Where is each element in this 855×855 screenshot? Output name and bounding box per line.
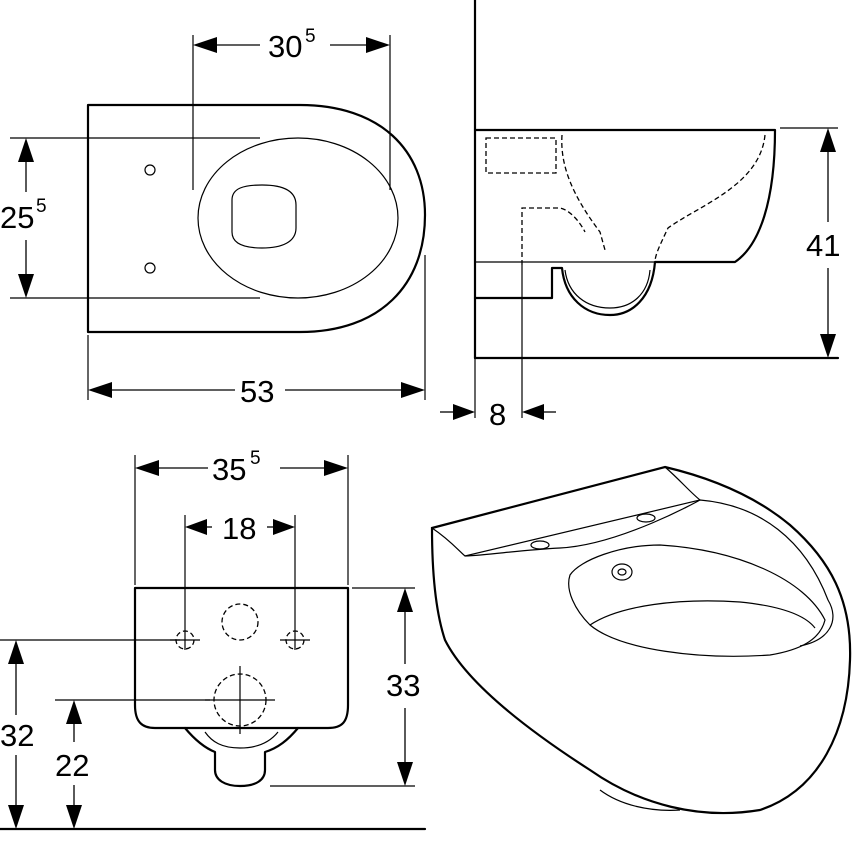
dim-label-side-height: 41 bbox=[806, 228, 840, 263]
side-view-hidden-box-lower bbox=[521, 207, 586, 265]
arrowhead bbox=[397, 588, 413, 612]
top-view-fixing-hole-upper bbox=[144, 164, 156, 176]
dim-label-rear-bowl-height: 33 bbox=[386, 668, 420, 703]
arrowhead bbox=[273, 519, 295, 535]
rear-view-trap bbox=[183, 726, 300, 788]
arrowhead bbox=[185, 519, 207, 535]
dim-label-top-height: 25 bbox=[0, 200, 34, 235]
arrowhead bbox=[453, 404, 475, 420]
dim-label-top-height-sup: 5 bbox=[36, 196, 47, 217]
dim-label-top-width: 30 bbox=[268, 29, 302, 64]
perspective-flush-inlet-inner bbox=[617, 568, 627, 576]
rear-view: 35 5 18 33 32 22 bbox=[0, 448, 427, 831]
perspective-rim-outer bbox=[464, 499, 834, 647]
dim-label-rear-drain-height: 22 bbox=[55, 748, 89, 783]
dim-label-side-offset: 8 bbox=[489, 397, 506, 432]
dim-label-rear-total-height: 32 bbox=[0, 718, 34, 753]
top-view-fixing-hole-lower bbox=[144, 262, 156, 274]
dim-label-rear-outer-width: 35 bbox=[212, 452, 246, 487]
arrowhead bbox=[401, 382, 425, 398]
side-view-hidden-box-upper bbox=[485, 137, 557, 174]
dim-label-rear-inner-width: 18 bbox=[222, 511, 256, 546]
arrowhead bbox=[820, 334, 836, 358]
top-view-bowl-opening bbox=[231, 184, 297, 249]
perspective-fixing-hole-right bbox=[636, 513, 656, 523]
dim-label-top-length: 53 bbox=[240, 374, 274, 409]
side-view-hidden-bowl bbox=[654, 134, 766, 263]
arrowhead bbox=[820, 128, 836, 152]
perspective-body bbox=[430, 465, 852, 815]
arrowhead bbox=[193, 37, 217, 53]
arrowhead bbox=[88, 382, 112, 398]
dim-label-top-width-sup: 5 bbox=[305, 26, 316, 47]
arrowhead bbox=[366, 37, 390, 53]
arrowhead bbox=[324, 460, 348, 476]
perspective-fixing-hole-left bbox=[530, 540, 550, 550]
side-view: 41 8 bbox=[440, 0, 840, 432]
arrowhead bbox=[66, 805, 82, 829]
perspective-view bbox=[430, 465, 852, 815]
arrowhead bbox=[18, 274, 34, 298]
top-view-outline bbox=[86, 103, 427, 334]
perspective-base bbox=[599, 789, 681, 811]
arrowhead bbox=[18, 138, 34, 162]
side-view-outline bbox=[473, 128, 777, 317]
arrowhead bbox=[522, 404, 544, 420]
perspective-bowl-rim bbox=[568, 544, 826, 657]
rear-view-trap-inner bbox=[204, 731, 279, 749]
perspective-top-face bbox=[431, 466, 702, 557]
rear-view-flush-inlet bbox=[221, 603, 259, 641]
side-view-trap-outline bbox=[564, 269, 651, 309]
perspective-bowl-inner bbox=[589, 600, 816, 629]
arrowhead bbox=[8, 640, 24, 664]
perspective-flush-inlet bbox=[611, 563, 633, 581]
top-view-bowl-rim bbox=[197, 137, 399, 299]
arrowhead bbox=[66, 700, 82, 724]
arrowhead bbox=[135, 460, 159, 476]
rear-view-outline bbox=[133, 586, 350, 730]
arrowhead bbox=[8, 805, 24, 829]
dim-label-rear-outer-width-sup: 5 bbox=[250, 448, 261, 469]
side-view-hidden-inner bbox=[561, 134, 606, 251]
top-view: 30 5 25 5 53 bbox=[0, 26, 427, 409]
arrowhead bbox=[397, 762, 413, 786]
